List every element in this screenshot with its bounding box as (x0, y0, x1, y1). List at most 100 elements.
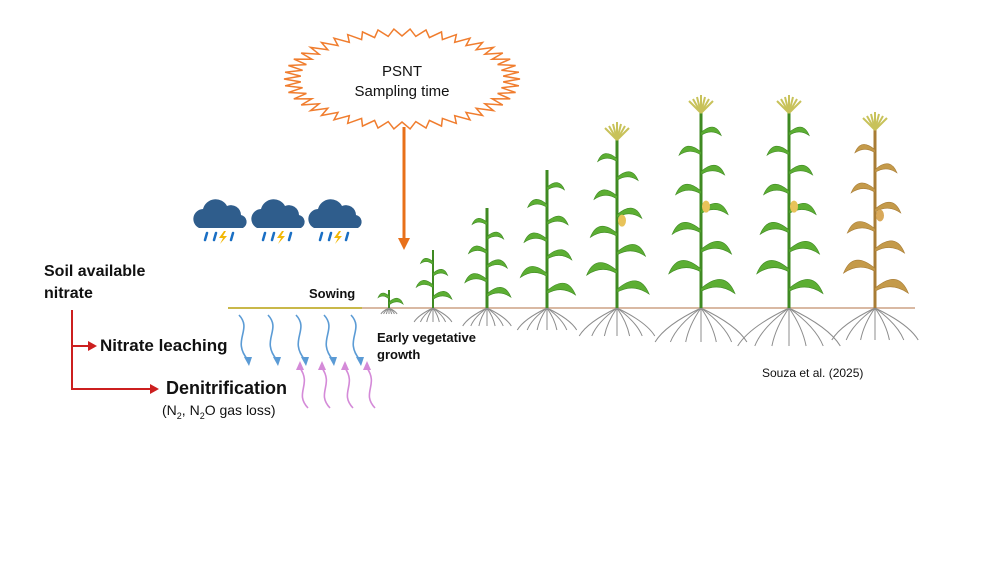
root (516, 307, 548, 331)
early-vegetative-growth-label: Early vegetative growth (377, 329, 476, 363)
leaf (419, 258, 434, 266)
leaf (700, 164, 726, 176)
root (578, 307, 618, 337)
leaf (846, 221, 876, 234)
leaf (766, 145, 790, 157)
leaf (616, 171, 639, 182)
leaf (850, 182, 876, 194)
root (788, 307, 807, 347)
gas-loss-label: (N2, N2O gas loss) (162, 402, 276, 421)
leaf (415, 280, 434, 289)
root (486, 307, 496, 327)
leaf (756, 260, 790, 275)
psnt-label: PSNT (381, 63, 422, 80)
root (754, 307, 790, 347)
root (388, 307, 398, 315)
root (616, 307, 656, 337)
ear (702, 200, 710, 213)
root (845, 307, 876, 341)
leaching-arrowhead (244, 357, 252, 366)
leaf (586, 262, 618, 277)
leaching-arrows (238, 314, 364, 366)
root (546, 307, 578, 331)
tassel (700, 100, 714, 114)
leaching-arrow (238, 314, 249, 361)
denitrification-arrowhead (363, 361, 371, 370)
soil-available-nitrate-label: Soil available nitrate (44, 261, 145, 305)
leaf (674, 184, 702, 196)
leaching-arrow (350, 314, 361, 361)
corn-plant (831, 112, 919, 341)
leaf (762, 184, 790, 196)
leaf (486, 259, 509, 270)
nitrate-pathway-bracket (71, 310, 159, 394)
raindrop (327, 231, 333, 242)
corn-plant (578, 122, 656, 337)
root (616, 307, 631, 337)
leaf (616, 244, 647, 258)
leaf (700, 241, 733, 255)
leaf (546, 215, 569, 226)
leaf (759, 222, 790, 236)
root (700, 307, 733, 343)
lightning-bolt (334, 231, 342, 244)
lightning-bolt (277, 231, 285, 244)
root (603, 307, 618, 337)
raindrop (318, 231, 324, 242)
cloud-shape (308, 199, 362, 228)
leaf (788, 126, 810, 137)
leaf (432, 291, 453, 301)
leaching-arrowhead (356, 357, 364, 366)
leaching-arrowhead (301, 357, 309, 366)
root (860, 307, 876, 341)
root (771, 307, 790, 347)
root (669, 307, 702, 343)
leaf (788, 164, 814, 176)
denitrification-arrowhead (341, 361, 349, 370)
corn-plant (377, 290, 404, 315)
root (462, 307, 488, 327)
gas-loss-sub2: 2 (199, 410, 205, 421)
root (874, 307, 919, 341)
leaf (589, 226, 618, 239)
leaf (464, 273, 488, 284)
root (737, 307, 790, 347)
corn-plant (737, 95, 841, 347)
leaf (788, 279, 824, 295)
denitrification-arrowhead (318, 361, 326, 370)
leaf (593, 189, 618, 201)
leaf (678, 145, 702, 157)
ear (618, 214, 626, 227)
psnt-starburst (283, 28, 521, 130)
denitrification-pointer (150, 384, 159, 394)
corn-plant (516, 170, 578, 331)
root (874, 307, 890, 341)
raindrop (229, 231, 235, 242)
leaf (527, 199, 548, 209)
root (526, 307, 548, 331)
leaf (874, 279, 910, 295)
denitrification-arrow (366, 367, 376, 409)
gas-loss-sub1: 2 (176, 410, 182, 421)
raindrop (287, 231, 293, 242)
tassel (874, 117, 888, 131)
root (616, 307, 643, 337)
tassel (616, 127, 630, 141)
denitrification-arrow (321, 367, 331, 409)
rain-cloud-icon (193, 199, 247, 244)
leaf (546, 249, 573, 261)
root (874, 307, 905, 341)
root (788, 307, 841, 347)
leaf (616, 280, 650, 295)
rain-cloud-icon (308, 199, 362, 244)
leaf (546, 282, 577, 296)
early-vegetative-line1: Early vegetative (377, 330, 477, 345)
root (419, 307, 434, 323)
sampling-time-label: Sampling time (354, 83, 450, 100)
gas-loss-mid: , N (181, 402, 200, 418)
root (788, 307, 824, 347)
raindrop (212, 231, 218, 242)
root (478, 307, 488, 327)
corn-plant (413, 250, 453, 323)
